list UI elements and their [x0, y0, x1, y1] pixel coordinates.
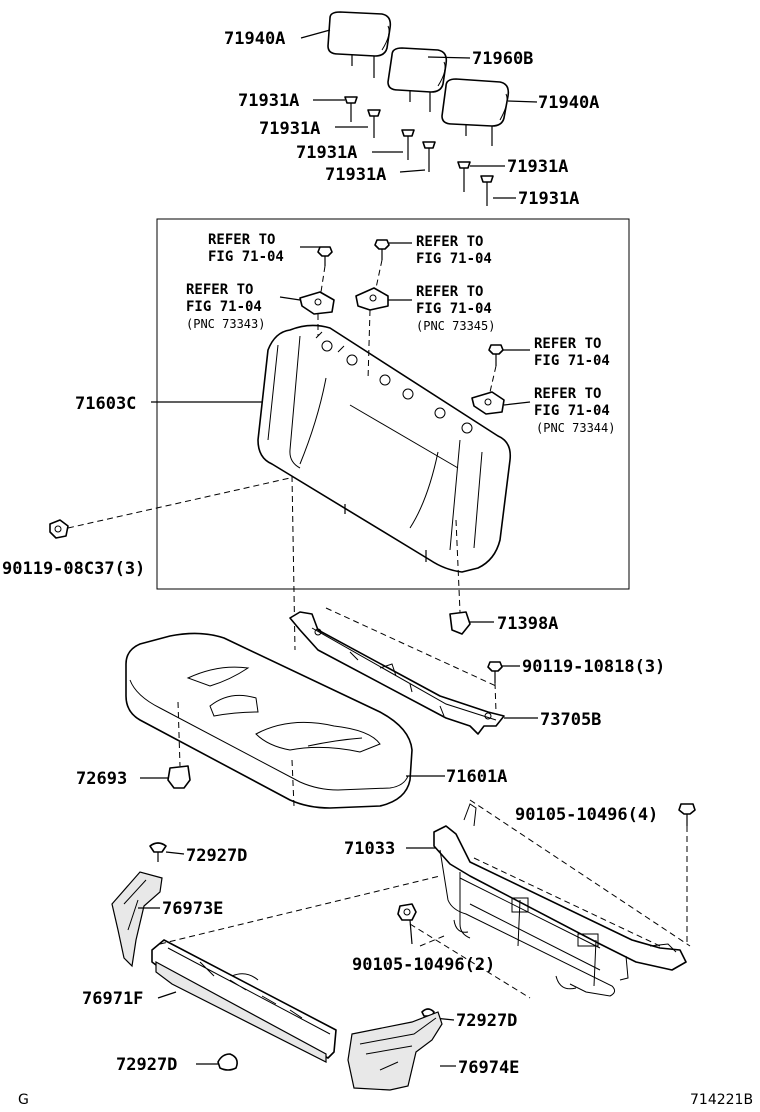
- bolt-90105-10496-2: [397, 903, 417, 945]
- support-71931A-3: [401, 129, 415, 160]
- ref-5-line1: REFER TO: [534, 336, 601, 352]
- label-71601A: 71601A: [446, 767, 507, 787]
- bolt-90119-10818: [487, 661, 520, 713]
- label-71931A-1: 71931A: [238, 91, 299, 111]
- ref-2-line2: FIG 71-04: [416, 251, 492, 267]
- label-72693: 72693: [76, 769, 127, 789]
- label-71398A: 71398A: [497, 614, 558, 634]
- clip-72693: [140, 765, 191, 789]
- ref-1-line1: REFER TO: [208, 232, 275, 248]
- label-71931A-2: 71931A: [259, 119, 320, 139]
- board-76971F: [151, 875, 441, 1063]
- ref-1-line2: FIG 71-04: [208, 249, 284, 265]
- ref-6-pnc: (PNC 73344): [536, 421, 615, 435]
- label-90105-10496-2: 90105-10496(2): [352, 955, 495, 975]
- ref-bracket-73345: [355, 287, 389, 381]
- ref-6-line1: REFER TO: [534, 386, 601, 402]
- label-71931A-4: 71931A: [325, 165, 386, 185]
- headrest-right: [441, 78, 510, 146]
- label-72927D-b: 72927D: [116, 1055, 177, 1075]
- label-71603C: 71603C: [75, 394, 136, 414]
- label-76971F: 76971F: [82, 989, 143, 1009]
- ref-4-line1: REFER TO: [416, 284, 483, 300]
- label-71940A-top: 71940A: [224, 29, 285, 49]
- label-90119-10818: 90119-10818(3): [522, 657, 665, 677]
- ref-3-line1: REFER TO: [186, 282, 253, 298]
- label-71931A-6: 71931A: [518, 189, 579, 209]
- label-76974E: 76974E: [458, 1058, 519, 1078]
- clip-71398A: [449, 611, 494, 635]
- clip-72927D-b: [196, 1053, 238, 1071]
- ref-bolt-1: [317, 246, 333, 293]
- ref-4-pnc: (PNC 73345): [416, 319, 495, 333]
- seatback-frame-box: [156, 218, 630, 590]
- cover-76973E: [111, 871, 163, 968]
- label-71960B: 71960B: [472, 49, 533, 69]
- label-72927D-a: 72927D: [186, 846, 247, 866]
- label-90105-10496-4: 90105-10496(4): [515, 805, 658, 825]
- support-71931A-1: [344, 96, 358, 122]
- ref-bolt-2: [374, 239, 390, 289]
- label-71940A-right: 71940A: [538, 93, 599, 113]
- seatback-71603C: [257, 324, 512, 573]
- headrest-center: [387, 47, 448, 112]
- bracket-73705B: [289, 607, 505, 735]
- cushion-71601A: [125, 632, 413, 809]
- support-71931A-4: [422, 141, 436, 172]
- clip-72927D-a: [149, 842, 185, 862]
- headrest-left: [327, 11, 392, 78]
- footer-left: G: [18, 1092, 29, 1108]
- ref-4-line2: FIG 71-04: [416, 301, 492, 317]
- label-71931A-3: 71931A: [296, 143, 357, 163]
- support-71931A-6: [480, 175, 494, 206]
- ref-3-line2: FIG 71-04: [186, 299, 262, 315]
- label-72927D-c: 72927D: [456, 1011, 517, 1031]
- ref-bracket-73344: [471, 391, 505, 415]
- frame-71033: [433, 803, 687, 997]
- support-71931A-2: [367, 109, 381, 138]
- bolt-90105-10496-4: [678, 803, 696, 946]
- ref-2-line1: REFER TO: [416, 234, 483, 250]
- ref-5-line2: FIG 71-04: [534, 353, 610, 369]
- ref-bracket-73343: [299, 291, 335, 336]
- label-73705B: 73705B: [540, 710, 601, 730]
- label-71931A-5: 71931A: [507, 157, 568, 177]
- label-90119-08C37: 90119-08C37(3): [2, 559, 145, 579]
- label-71033: 71033: [344, 839, 395, 859]
- bolt-90119-08C37: [49, 477, 291, 539]
- footer-right: 714221B: [690, 1092, 753, 1108]
- label-76973E: 76973E: [162, 899, 223, 919]
- ref-bolt-3: [488, 344, 504, 393]
- support-71931A-5: [457, 161, 471, 192]
- ref-6-line2: FIG 71-04: [534, 403, 610, 419]
- cover-76974E: [347, 1011, 456, 1091]
- ref-3-pnc: (PNC 73343): [186, 317, 265, 331]
